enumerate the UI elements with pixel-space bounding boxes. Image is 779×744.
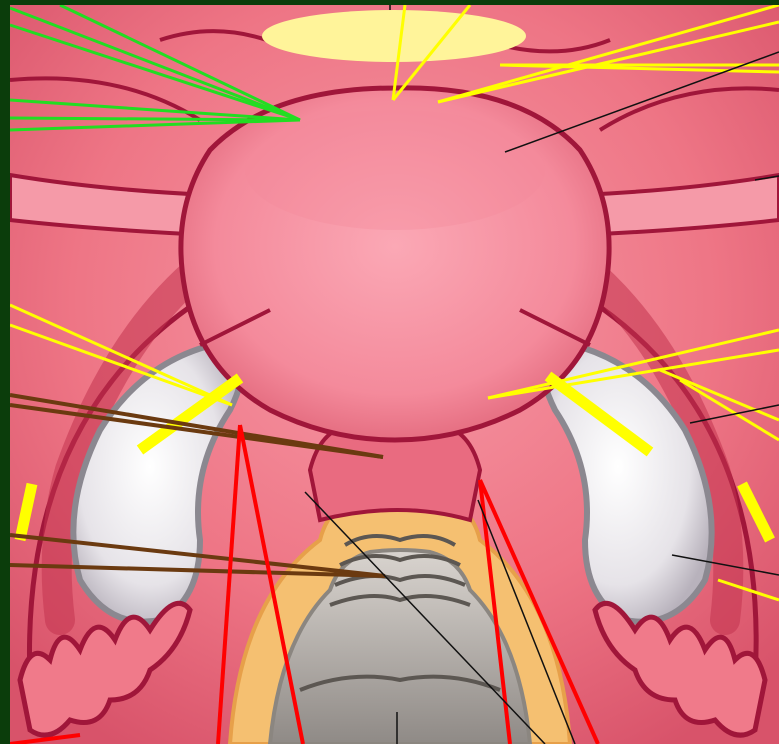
frame-left <box>0 0 10 744</box>
fundus-uterus <box>245 110 545 230</box>
frame-top <box>0 0 779 5</box>
label-box-top <box>262 10 526 62</box>
